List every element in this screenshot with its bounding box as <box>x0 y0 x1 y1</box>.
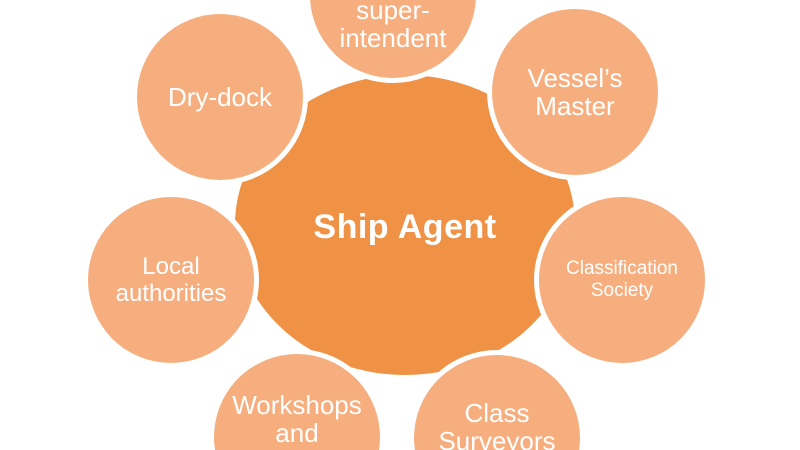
node-local-authorities: Local authorities <box>83 192 259 368</box>
node-superintendent: super- intendent <box>305 0 481 83</box>
node-vessels-master-label: Vessel’s Master <box>527 63 623 121</box>
node-superintendent-label: super- intendent <box>339 0 447 53</box>
node-dry-dock-label: Dry-dock <box>167 82 272 112</box>
node-vessels-master: Vessel’s Master <box>487 4 663 180</box>
hub-label: Ship Agent <box>313 207 497 246</box>
node-classification-society: Classification Society <box>534 192 710 368</box>
node-local-authorities-label: Local authorities <box>115 253 227 307</box>
node-classification-society-label: Classification Society <box>566 258 678 301</box>
node-dry-dock: Dry-dock <box>132 9 308 185</box>
node-workshops-label: Workshops and <box>232 390 362 448</box>
node-class-surveyors-label: Class Surveyors <box>438 398 556 450</box>
